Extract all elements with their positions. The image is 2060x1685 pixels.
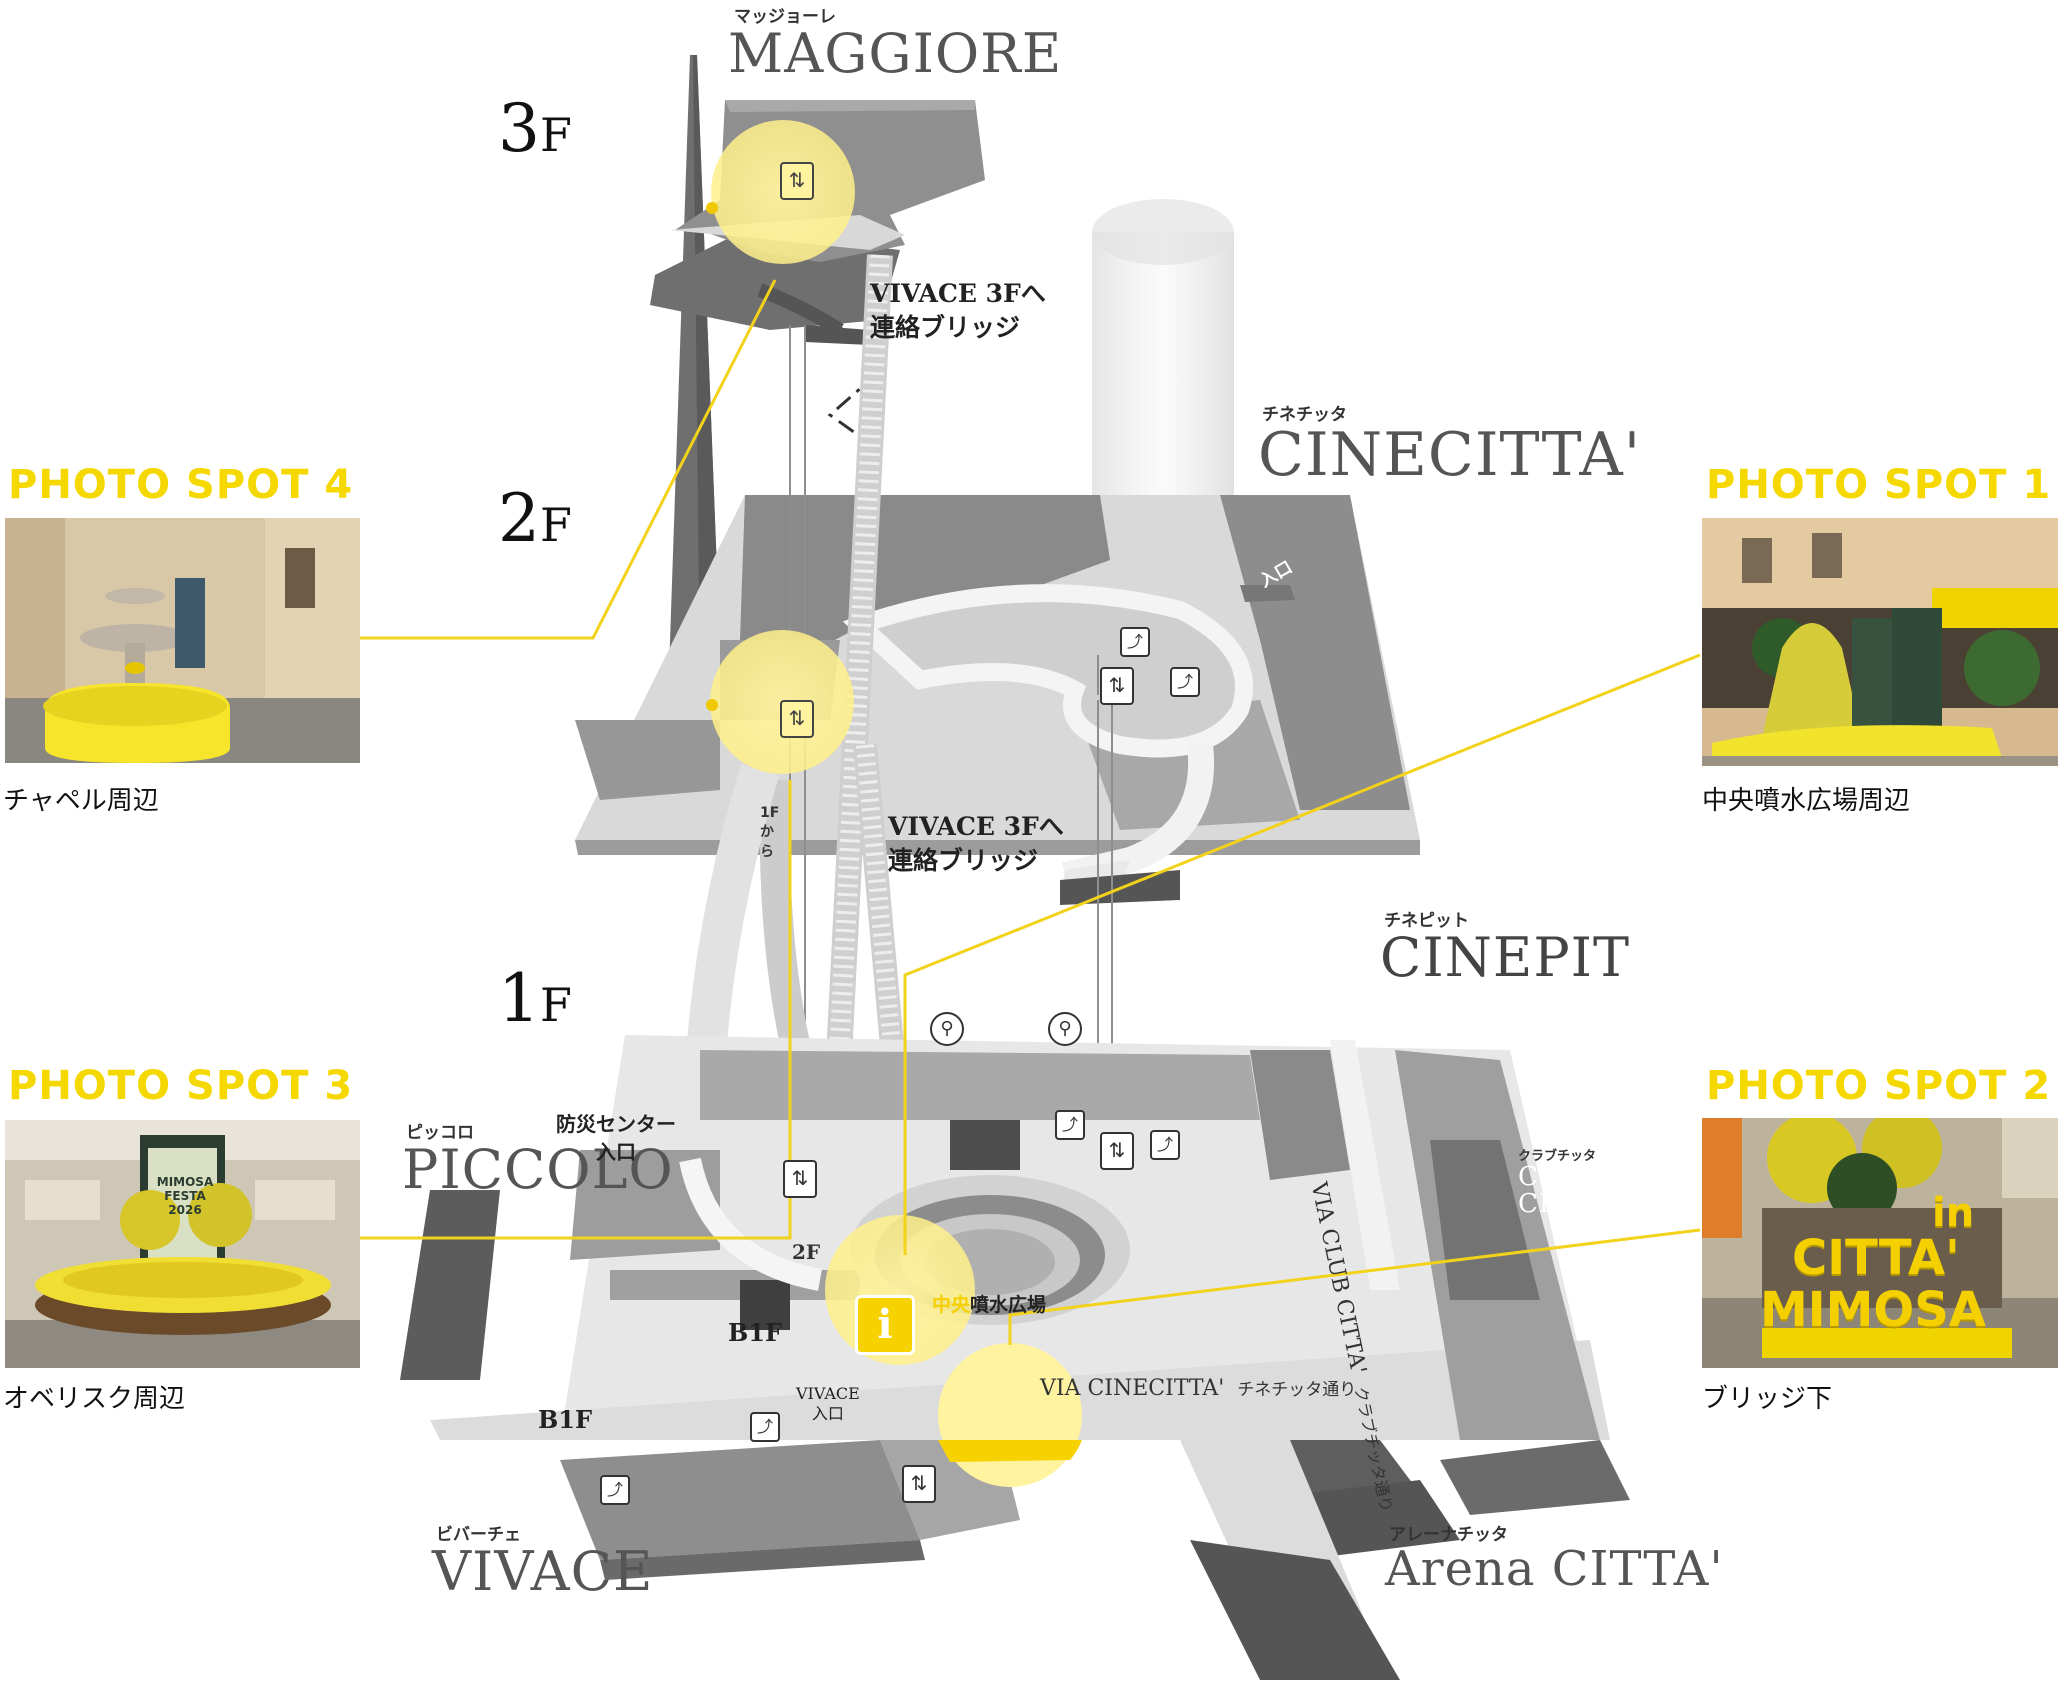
- photo-spot-3-image: [5, 1120, 360, 1368]
- via-cinecitta-label: VIA CINECITTA' チネチッタ通り: [1040, 1376, 1357, 1401]
- photo-spot-3-caption: オベリスク周辺: [3, 1384, 186, 1414]
- photo-spot-3-title: PHOTO SPOT 3: [8, 1063, 354, 1109]
- escalator-icon: ⤴: [600, 1475, 630, 1505]
- information-icon: i: [855, 1295, 915, 1355]
- b1f-label-left: B1F: [538, 1405, 593, 1434]
- elevator-icon: ⇅: [1100, 1132, 1134, 1170]
- photo-spot-1-image: [1702, 518, 2058, 766]
- bicycle-parking-icon: ⚲: [1048, 1012, 1082, 1046]
- photo-spot-1-caption: 中央噴水広場周辺: [1702, 786, 1911, 816]
- photo-spot-1-title: PHOTO SPOT 1: [1706, 462, 2052, 508]
- disaster-center-label: 防災センター入口: [556, 1112, 676, 1164]
- photo-spot-2-sign-mimosa: MIMOSA: [1760, 1282, 1986, 1338]
- floor-label-3f: 3F: [498, 90, 572, 167]
- floor-label-1f: 1F: [498, 960, 572, 1037]
- photo-spot-2-sign-in: in: [1932, 1190, 1975, 1236]
- elevator-icon: ⇅: [1100, 667, 1134, 705]
- bridge-label-3f-mid: VIVACE 3Fへ連絡ブリッジ: [888, 812, 1064, 875]
- from-1f-label: 1Fから: [760, 805, 780, 860]
- spot-connector-lines: [360, 279, 1701, 1345]
- building-maggiore: マッジョーレ MAGGIORE: [728, 7, 1063, 85]
- photo-spot-4-image: [5, 518, 360, 763]
- stair-bands: [682, 254, 912, 1232]
- elevator-icon: ⇅: [780, 700, 814, 738]
- spot-2-highlight: [938, 1343, 1082, 1487]
- escalator-icon: ⤴: [1120, 627, 1150, 657]
- photo-spot-2-caption: ブリッジ下: [1702, 1384, 1833, 1414]
- building-vivace: ビバーチェ VIVACE: [432, 1525, 654, 1603]
- lower-buildings: [560, 1440, 1630, 1680]
- photo-spot-2-image: [1702, 1118, 2058, 1368]
- fountain-plaza-label: 中央噴水広場: [932, 1294, 1047, 1316]
- elevator-icon: ⇅: [902, 1465, 936, 1503]
- photo-spot-2-sign-citta: CITTA': [1792, 1230, 1960, 1286]
- elevator-icon: ⇅: [783, 1160, 817, 1198]
- elevator-icon: ⇅: [780, 162, 814, 200]
- building-cinepit: チネピット CINEPIT: [1380, 911, 1630, 989]
- building-club-citta: クラブチッタ CLUB CITTA': [1518, 1149, 1614, 1220]
- photo-spot-2-title: PHOTO SPOT 2: [1706, 1063, 2052, 1109]
- to-2f-label: 2F: [792, 1240, 821, 1264]
- escalator-icon: ⤴: [1055, 1110, 1085, 1140]
- photo-spot-4-caption: チャペル周辺: [3, 786, 159, 816]
- escalator-icon: ⤴: [750, 1412, 780, 1442]
- floor-label-2f: 2F: [498, 480, 572, 557]
- photo-spot-4-title: PHOTO SPOT 4: [8, 462, 354, 508]
- escalator-icon: ⤴: [1170, 667, 1200, 697]
- bridge-label-3f-top: VIVACE 3Fへ連絡ブリッジ: [870, 279, 1046, 342]
- building-cinecitta: チネチッタ CINECITTA': [1258, 405, 1642, 490]
- photo-spot-3-poster-text: MIMOSA FESTA 2026: [156, 1175, 214, 1217]
- building-piccolo: ピッコロ PICCOLO: [402, 1123, 674, 1201]
- escalator-icon: ⤴: [1150, 1130, 1180, 1160]
- building-arena-citta: アレーナチッタ Arena CITTA': [1385, 1525, 1724, 1597]
- b1f-label-center: B1F: [728, 1318, 783, 1347]
- bicycle-parking-icon: ⚲: [930, 1012, 964, 1046]
